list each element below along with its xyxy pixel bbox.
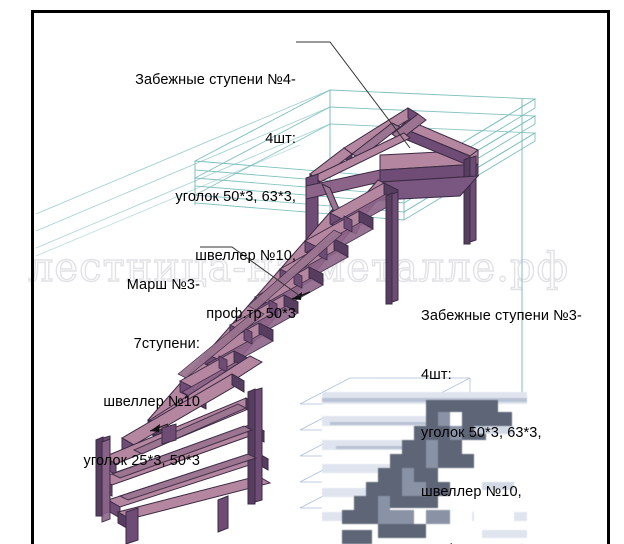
lower-winder-section <box>95 355 272 544</box>
annotation-line: Забежные ступени №3- <box>421 308 582 324</box>
annotation-line: уголок 25*3, 50*3 <box>83 452 200 469</box>
annotation-line: Забежные ступени №4- <box>135 72 296 88</box>
direction-arrow <box>149 291 311 432</box>
annotation-line: проф.тр 50*3 <box>206 306 296 322</box>
annotation-line: уголок 50*3, 63*3, <box>175 189 296 205</box>
annotation-line: 7ступени: <box>133 335 200 352</box>
annotation-march-3: Марш №3- 7ступени: швеллер №10 уголок 25… <box>20 237 200 510</box>
annotation-line: Марш №3- <box>126 277 200 293</box>
annotation-line: проф.тр 50*3 <box>421 541 621 544</box>
leader-lines <box>200 41 411 297</box>
annotation-winder-4: Забежные ступени №4- 4шт: уголок 50*3, 6… <box>50 32 296 364</box>
annotation-line: швеллер №10, <box>421 483 522 500</box>
annotation-line: швеллер №10, <box>195 247 296 264</box>
pixelated-thumbnail-overlay <box>322 392 527 544</box>
flight-braces <box>177 229 343 379</box>
annotation-line: 4шт: <box>421 366 452 383</box>
flight-support-post <box>385 191 399 305</box>
annotation-line: уголок 50*3, 63*3, <box>421 425 542 441</box>
upper-winder-section <box>305 107 480 255</box>
annotation-winder-3: Забежные ступени №3- 4шт: уголок 50*3, 6… <box>421 268 621 544</box>
annotation-line: швеллер №10 <box>103 394 200 410</box>
annotation-line: 4шт: <box>265 130 296 147</box>
